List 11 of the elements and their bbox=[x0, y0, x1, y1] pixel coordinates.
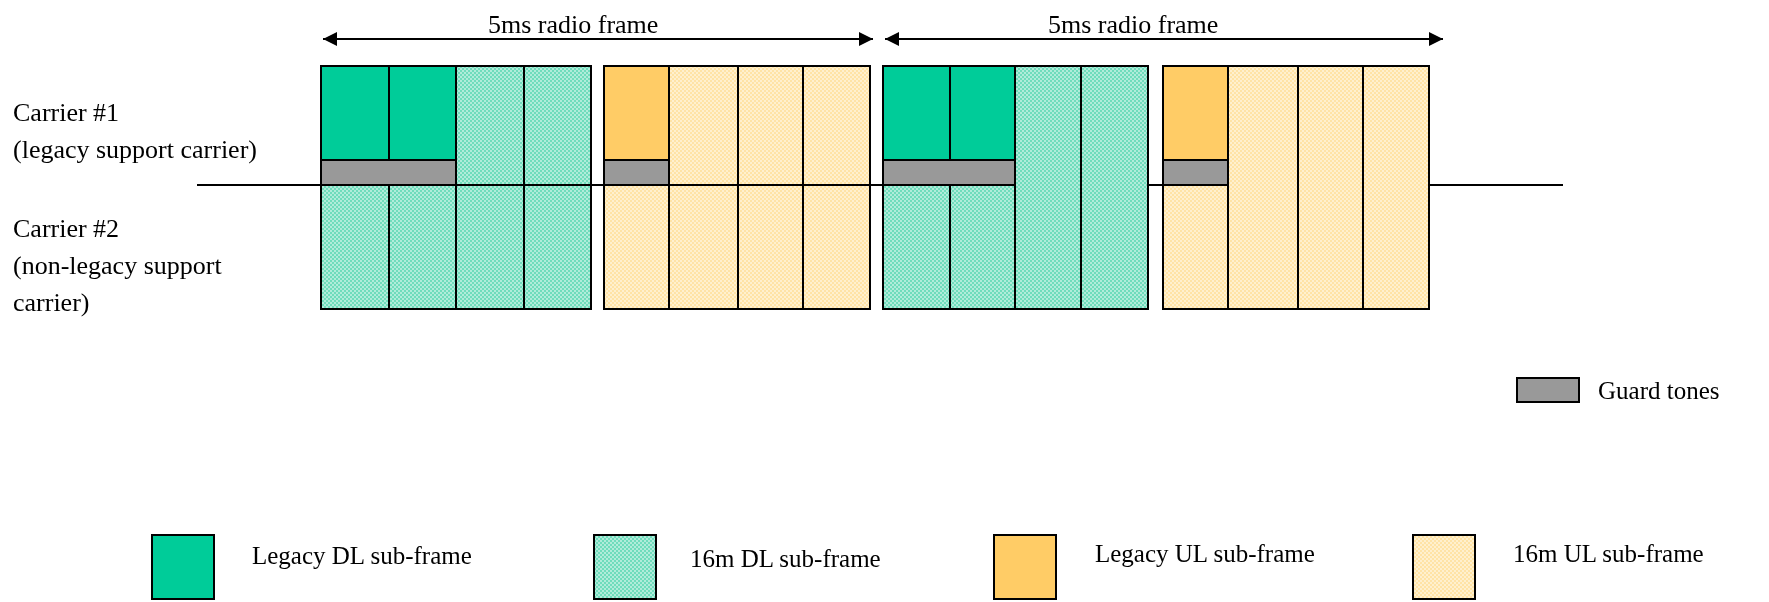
legend-text: Guard tones bbox=[1598, 376, 1720, 406]
legend-text: Legacy DL sub-frame bbox=[252, 541, 472, 571]
frame-duration-label: 5ms radio frame bbox=[1048, 9, 1219, 41]
legend-text: 16m UL sub-frame bbox=[1513, 539, 1704, 569]
frame-duration-label: 5ms radio frame bbox=[488, 9, 659, 41]
carrier-label: (legacy support carrier) bbox=[13, 134, 257, 166]
carrier-label: Carrier #2 bbox=[13, 213, 120, 245]
carrier-label: Carrier #1 bbox=[13, 97, 120, 129]
legend-text: Legacy UL sub-frame bbox=[1095, 539, 1315, 569]
carrier-label: (non-legacy support carrier) bbox=[13, 250, 223, 319]
legend-text: 16m DL sub-frame bbox=[690, 544, 881, 574]
